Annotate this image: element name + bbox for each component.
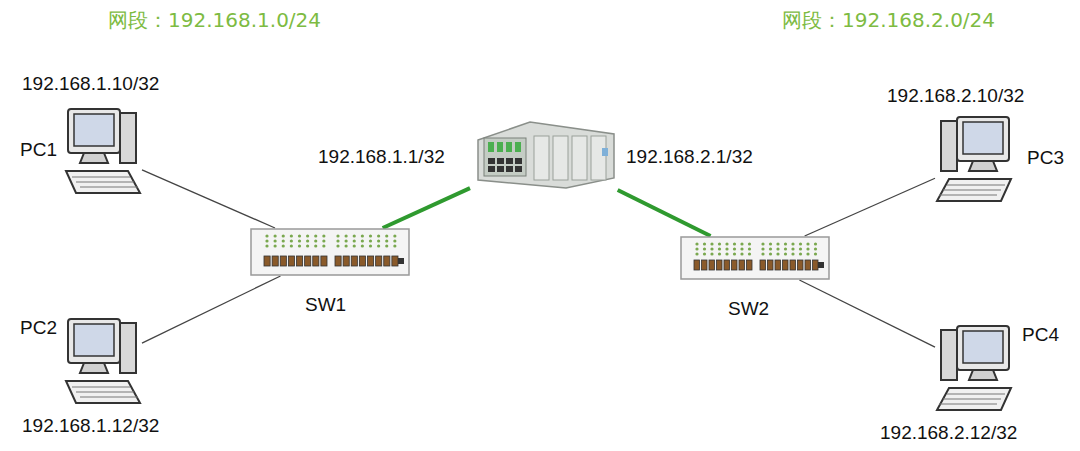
device-name: PC4	[1022, 324, 1059, 346]
pc-node: 192.168.1.10/32PC1	[62, 105, 142, 200]
switch-node: SW2	[680, 236, 830, 280]
switch-icon	[680, 236, 830, 280]
ip-address: 192.168.1.1/32	[318, 146, 445, 168]
ip-address: 192.168.2.10/32	[887, 85, 1024, 107]
network-link	[805, 178, 935, 236]
pc-icon	[62, 105, 142, 200]
device-name: PC3	[1027, 147, 1064, 169]
ip-address: 192.168.2.1/32	[626, 146, 753, 168]
network-link	[618, 190, 711, 236]
device-name: SW2	[728, 298, 769, 320]
pc-icon	[62, 315, 142, 410]
device-name: SW1	[305, 294, 346, 316]
pc-node: PC2192.168.1.12/32	[62, 315, 142, 410]
network-link	[799, 280, 935, 347]
pc-node: PC4192.168.2.12/32	[935, 322, 1015, 412]
ip-address: 192.168.1.12/32	[22, 415, 159, 437]
subnet-label: 网段：192.168.1.0/24	[108, 8, 321, 32]
network-link	[142, 276, 280, 343]
pc-icon	[935, 322, 1015, 412]
device-name: PC1	[20, 139, 57, 161]
device-name: PC2	[20, 317, 57, 339]
switch-icon	[250, 228, 410, 276]
switch-node: SW1	[250, 228, 410, 276]
pc-node: 192.168.2.10/32PC3	[935, 113, 1015, 208]
subnet-label: 网段：192.168.2.0/24	[782, 8, 995, 32]
network-link	[142, 170, 275, 228]
pc-icon	[935, 113, 1015, 208]
ip-address: 192.168.2.12/32	[880, 422, 1017, 444]
network-link	[383, 188, 470, 228]
gateway-node: 192.168.1.1/32192.168.2.1/32	[470, 118, 620, 190]
device-icon	[470, 118, 620, 190]
ip-address: 192.168.1.10/32	[22, 73, 159, 95]
